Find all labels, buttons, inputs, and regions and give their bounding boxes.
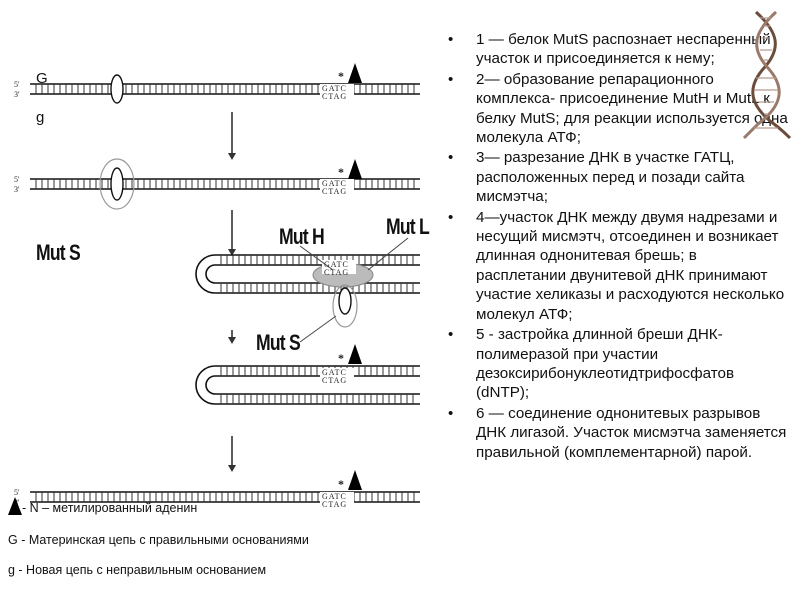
mut-s-label-left: Mut S bbox=[36, 240, 80, 266]
parent-strand-label: G bbox=[36, 70, 48, 87]
mut-l-label: Mut L bbox=[386, 214, 429, 240]
methyl-triangle-icon bbox=[348, 159, 362, 179]
step-arrow-head bbox=[228, 153, 236, 160]
methyl-star: * bbox=[338, 165, 344, 179]
methyl-triangle-icon bbox=[348, 470, 362, 490]
ctag-sequence: CTAG bbox=[322, 500, 347, 509]
row4-inner-loop bbox=[206, 376, 215, 394]
step-item: 4—участок ДНК между двумя надрезами и не… bbox=[446, 208, 791, 324]
ctag-sequence: CTAG bbox=[322, 187, 347, 196]
methyl-triangle-icon bbox=[348, 63, 362, 83]
methyl-star: * bbox=[338, 351, 344, 365]
mut-s-pointer bbox=[300, 316, 336, 342]
new-strand-label: g bbox=[36, 109, 44, 126]
mismatch-bulge bbox=[111, 168, 123, 200]
five-prime-label: 5' bbox=[14, 175, 20, 184]
methyl-triangle-icon bbox=[348, 344, 362, 364]
legend-parent: G - Материнская цепь с правильными основ… bbox=[8, 533, 309, 547]
mismatch-bulge bbox=[339, 288, 351, 314]
methyl-star: * bbox=[338, 477, 344, 491]
step-arrow-head bbox=[228, 337, 236, 344]
dna-helix-icon bbox=[738, 10, 799, 140]
ctag-sequence: CTAG bbox=[322, 376, 347, 385]
step-item: 6 — соединение однонитевых разрывов ДНК … bbox=[446, 404, 791, 462]
methyl-triangle-icon bbox=[8, 497, 22, 515]
step-item: 5 - застройка длинной бреши ДНК-полимера… bbox=[446, 325, 791, 403]
legend-methyl: - N – метилированный аденин bbox=[8, 497, 197, 515]
mut-h-label: Mut H bbox=[279, 224, 324, 250]
legend-new: g - Новая цепь с неправильным основанием bbox=[8, 563, 266, 577]
step-arrow-head bbox=[228, 465, 236, 472]
five-prime-label: 5' bbox=[14, 80, 20, 89]
three-prime-label: 3' bbox=[14, 185, 20, 194]
legend-methyl-text: - N – метилированный аденин bbox=[22, 501, 197, 515]
methyl-star: * bbox=[338, 69, 344, 83]
five-prime-label: 5' bbox=[14, 488, 20, 497]
step-item: 3— разрезание ДНК в участке ГАТЦ, распол… bbox=[446, 148, 791, 206]
three-prime-label: 3' bbox=[14, 90, 20, 99]
ctag-sequence: CTAG bbox=[324, 268, 349, 277]
ctag-sequence: CTAG bbox=[322, 92, 347, 101]
mismatch-bulge bbox=[111, 75, 123, 103]
mut-s-label-center: Mut S bbox=[256, 330, 300, 356]
row3-inner-loop bbox=[206, 265, 215, 283]
